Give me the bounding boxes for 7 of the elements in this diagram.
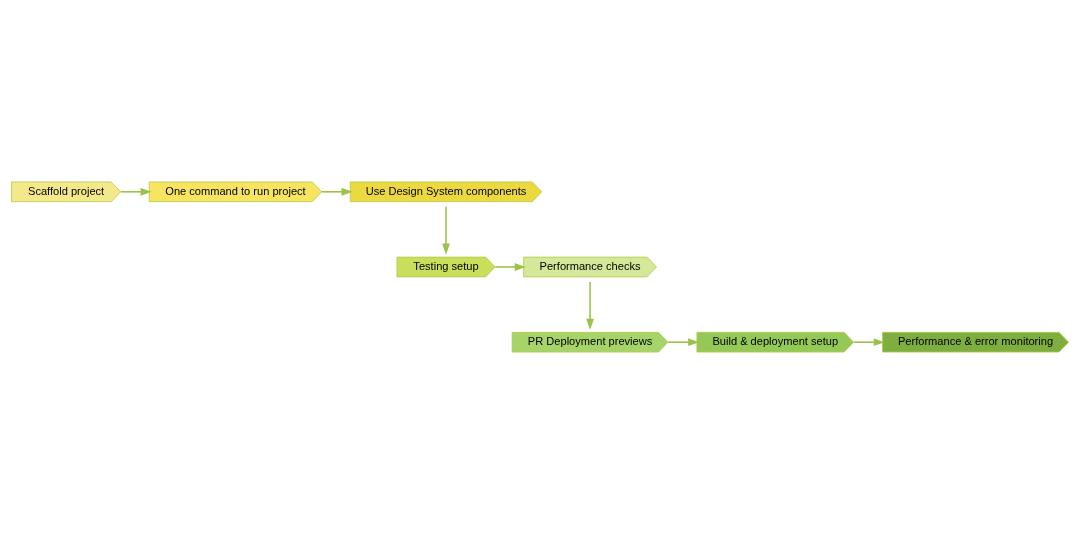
arrow	[667, 338, 700, 347]
arrow	[442, 206, 450, 255]
arrow	[586, 281, 594, 330]
arrow	[120, 187, 152, 196]
arrow	[853, 338, 885, 347]
arrow	[321, 187, 353, 196]
arrow	[494, 263, 526, 271]
